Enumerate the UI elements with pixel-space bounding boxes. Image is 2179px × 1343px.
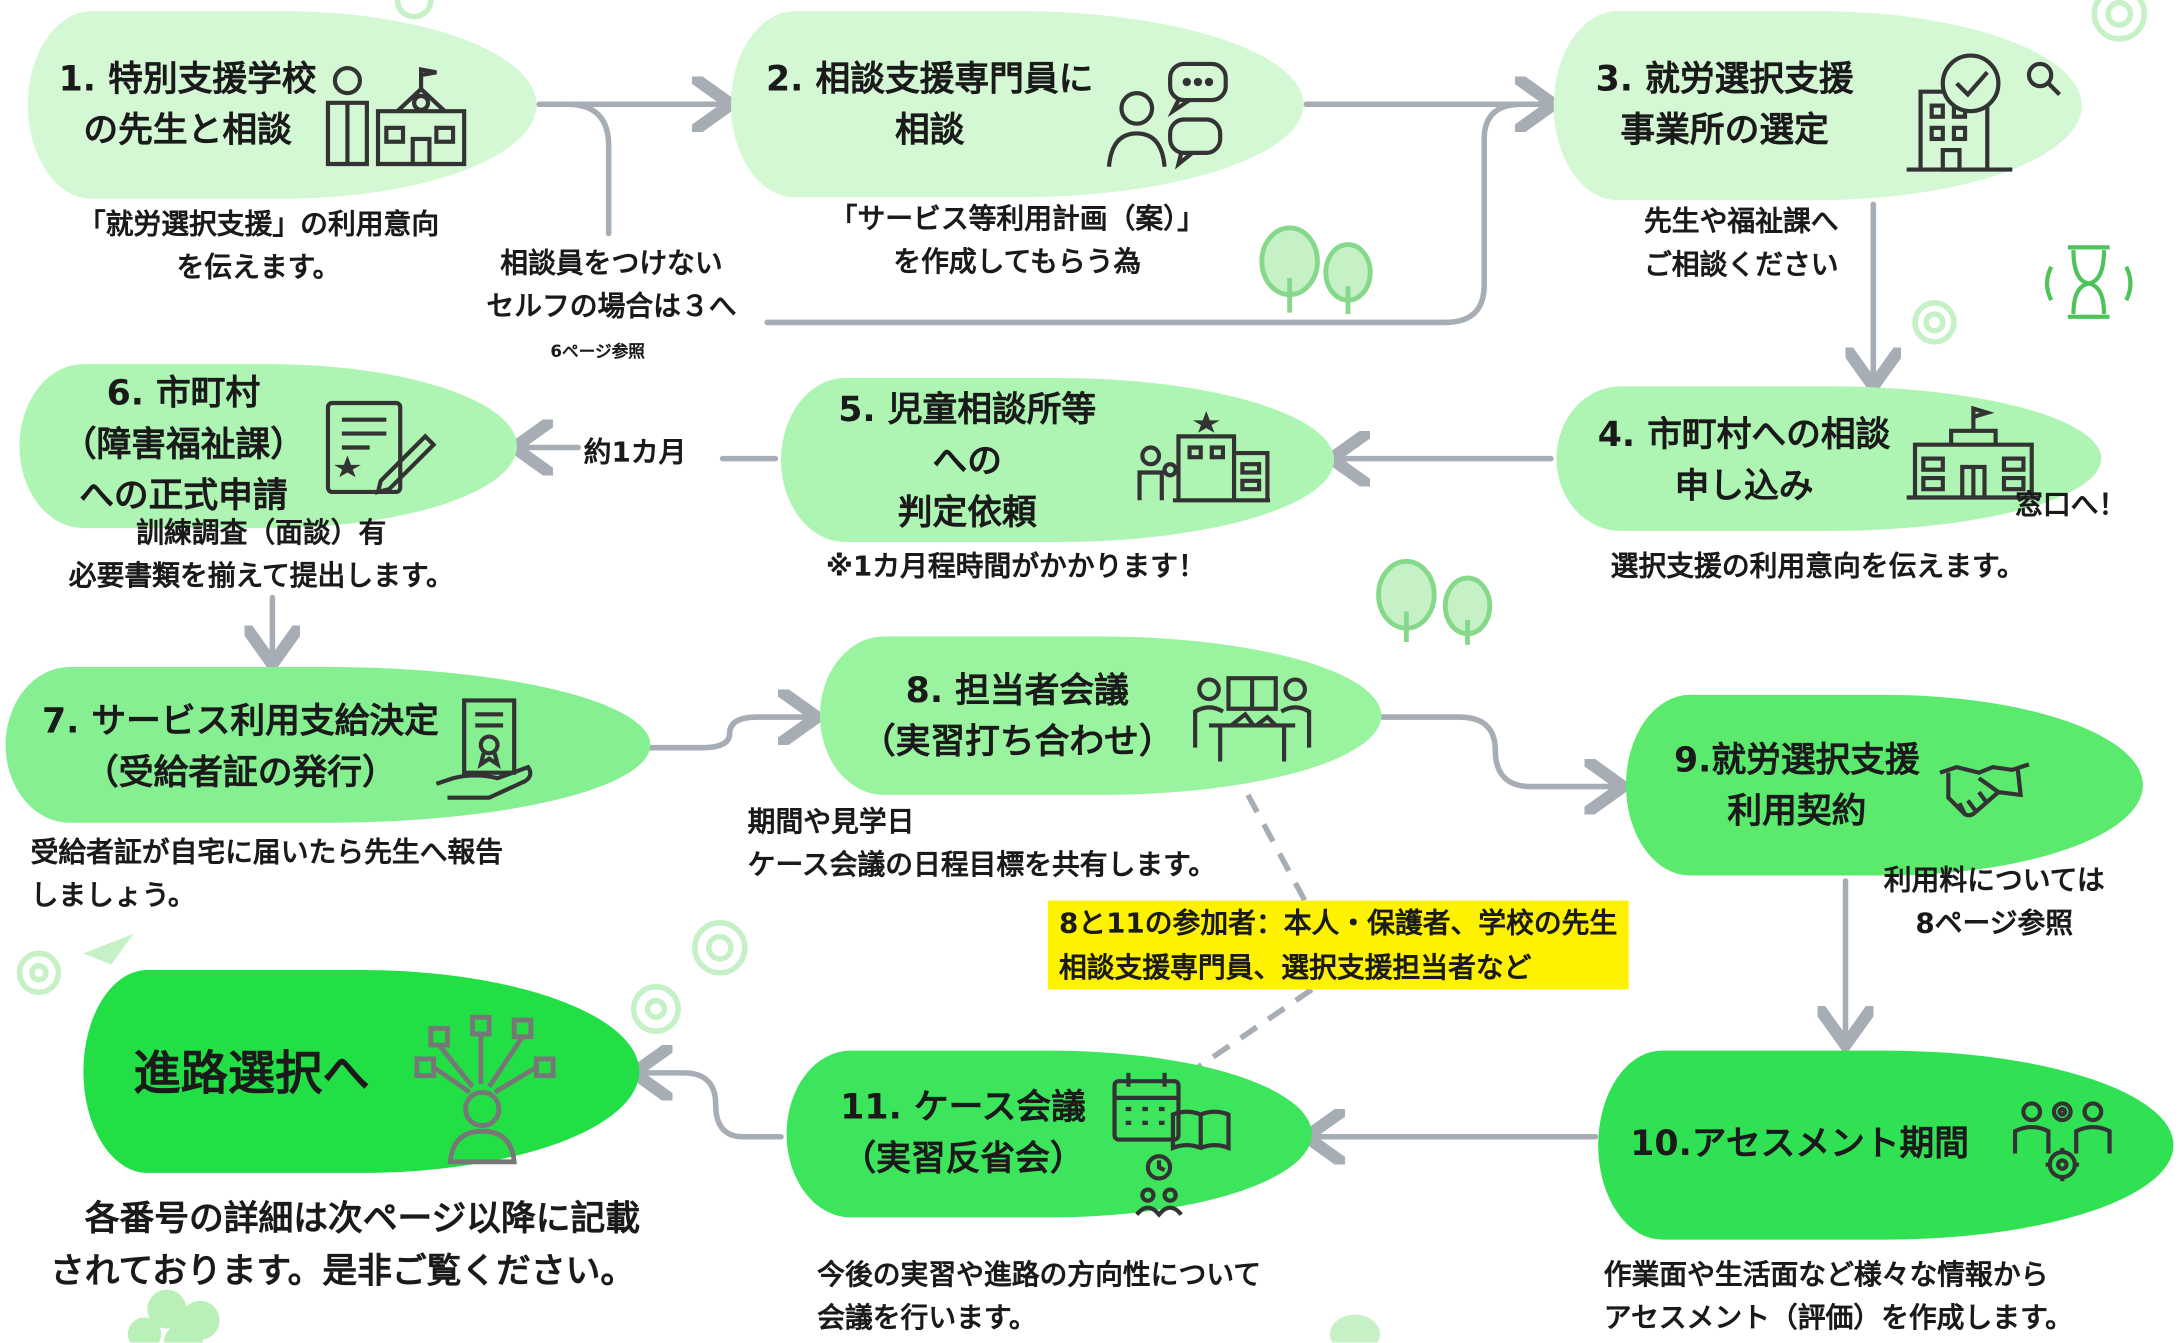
step-1-title: 1. 特別支援学校 の先生と相談 [58,58,317,151]
step-4-title: 4. 市町村への相談 申し込み [1597,414,1891,506]
arrow-8-9 [1378,714,1617,786]
step-5-note: ※1カ月程時間がかかります！ [825,548,1206,583]
step-8-note: 期間や見学日 ケース会議の日程目標を共有します。 [747,804,1216,882]
city-hall-icon [1906,405,2041,500]
hourglass-icon [2044,245,2133,319]
team-gears-icon [2012,1101,2112,1182]
step-3-note: 先生や福祉課へ ご相談ください [1644,204,1839,281]
step-11-bubble [786,1050,1312,1218]
office-check-icon [1906,53,2062,172]
step-8-bubble [819,636,1382,795]
step-7-note: 受給者証が自宅に届いたら先生へ報告 しましょう。 [30,835,504,912]
step-6-note: 訓練調査（面談）有 必要書類を揃えて提出します。 [68,515,454,593]
step-4-extra: 窓口へ！ [2015,487,2127,522]
step-8-title: 8. 担当者会議 （実習打ち合わせ） [860,669,1174,762]
participants-note: 8と11の参加者：本人・保護者、学校の先生 相談支援専門員、選択支援担当者など [1047,900,1629,990]
step-2-title: 2. 相談支援専門員に 相談 [765,58,1094,151]
step-11-note: 今後の実習や進路の方向性について 会議を行います。 [817,1257,1262,1335]
final-bubble [83,970,640,1173]
choice-person-icon [414,1014,556,1165]
step-5-title: 5. 児童相談所等 への 判定依頼 [838,389,1097,533]
step-6-title: 6. 市町村 （障害福祉課） への正式申請 [61,372,306,516]
arrow-7-8 [647,717,811,751]
step-5-bubble [781,377,1335,542]
self-route-branch [564,101,612,237]
step-10-note: 作業面や生活面など様々な情報から アセスメント（評価）を作成します。 [1603,1257,2073,1335]
self-route-ref: 6ページ参照 [550,341,645,362]
certificate-hand-icon [435,698,533,800]
family-building-icon [1137,411,1271,503]
step-9-title: 9.就労選択支援 利用契約 [1673,739,1920,832]
document-pen-icon [325,400,437,495]
handshake-icon [1939,762,2030,818]
self-route-label: 相談員をつけない セルフの場合は３へ [486,245,737,323]
dash-note-11 [1196,987,1314,1070]
step-7-title: 7. サービス利用支給決定 （受給者証の発行） [41,700,439,793]
consultant-chat-icon [1106,61,1228,170]
step-4-note: 選択支援の利用意向を伝えます。 [1610,548,2025,583]
step-10-title: 10.アセスメント期間 [1630,1122,1970,1164]
step-9-bubble [1625,694,2143,876]
calendar-book-icon [1112,1072,1231,1218]
meeting-table-icon [1193,676,1312,762]
arrow-11-final [639,1073,784,1140]
school-teacher-icon [325,66,467,167]
step-1-note: 「就労選択支援」の利用意向 を伝えます。 [77,207,440,284]
step-2-bubble [730,11,1304,198]
step-9-note: 利用料については 8ページ参照 [1883,863,2105,940]
step-2-note: 「サービス等利用計画（案）」 を作成してもらう為 [829,201,1205,278]
step-11-title: 11. ケース会議 （実習反省会） [840,1086,1086,1179]
step-3-title: 3. 就労選択支援 事業所の選定 [1595,58,1854,151]
step-7-bubble [5,667,651,823]
step-1-bubble [27,11,537,199]
month-label: 約1カ月 [583,434,687,469]
footer-note: 各番号の詳細は次ページ以降に記載 されております。是非ご覧ください。 [50,1197,640,1292]
paper-plane-icon [83,933,134,965]
final-title: 進路選択へ [133,1046,370,1103]
